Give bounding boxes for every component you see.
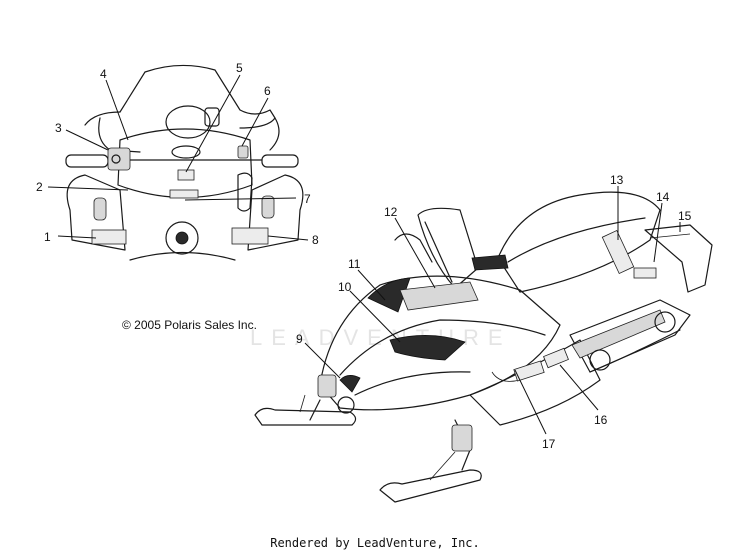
- callout-12: 12: [384, 205, 398, 219]
- callout-14: 14: [656, 190, 670, 204]
- callout-13: 13: [610, 173, 624, 187]
- callout-15: 15: [678, 209, 692, 223]
- leader-lines: [47, 74, 681, 435]
- dash-view: [65, 64, 304, 261]
- callout-4: 4: [100, 67, 107, 81]
- callout-10: 10: [338, 280, 352, 294]
- callout-9: 9: [296, 332, 303, 346]
- callout-6: 6: [264, 84, 271, 98]
- callout-7: 7: [304, 192, 311, 206]
- callout-3: 3: [55, 121, 62, 135]
- callout-5: 5: [236, 61, 243, 75]
- callout-1: 1: [44, 230, 51, 244]
- copyright-text: © 2005 Polaris Sales Inc.: [122, 318, 257, 332]
- callout-numbers: 1 2 3 4 5 6 7 8 9 10 11 12 13 14 15 16 1…: [36, 61, 692, 451]
- callout-17: 17: [542, 437, 556, 451]
- callout-8: 8: [312, 233, 319, 247]
- callout-11: 11: [348, 257, 361, 271]
- sled-view: [254, 191, 713, 503]
- callout-16: 16: [594, 413, 608, 427]
- callout-2: 2: [36, 180, 43, 194]
- footer-credit: Rendered by LeadVenture, Inc.: [270, 536, 480, 550]
